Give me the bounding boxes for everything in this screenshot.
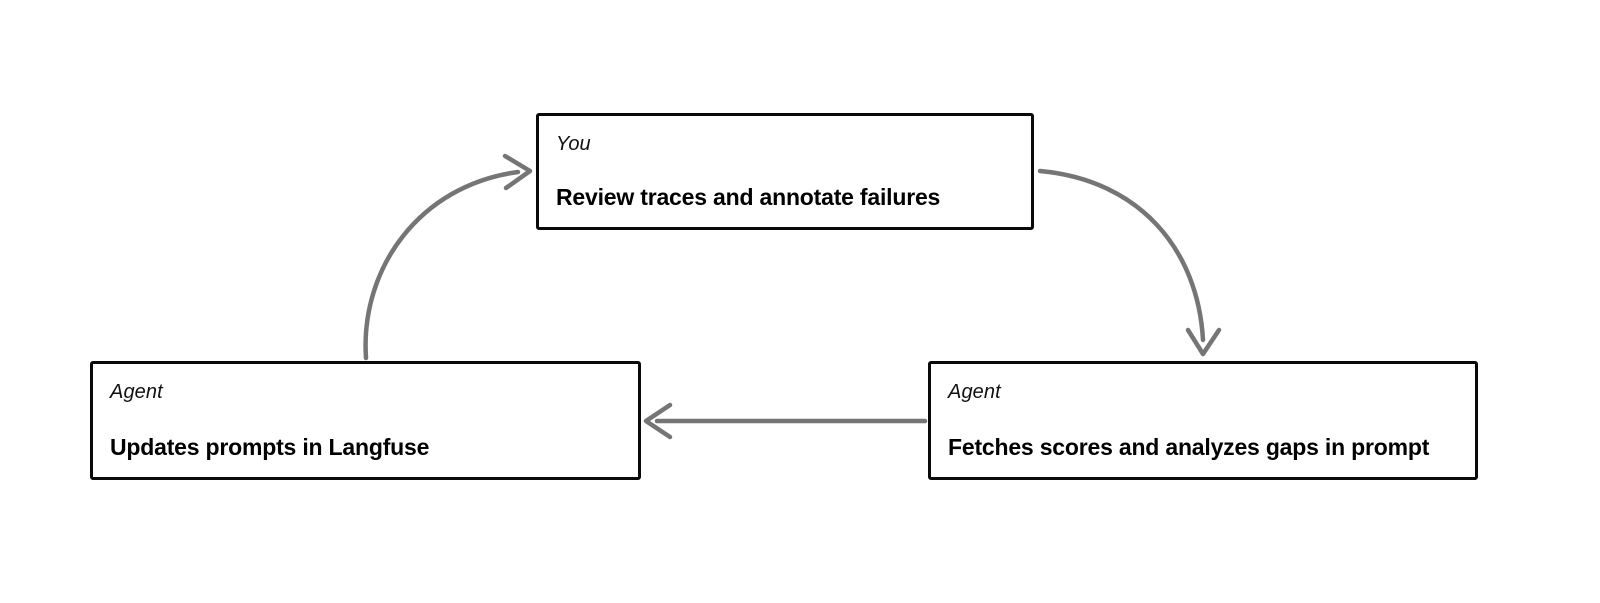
- node-fetches-title: Fetches scores and analyzes gaps in prom…: [948, 434, 1430, 460]
- edge-updates-to-review: [363, 153, 533, 361]
- edge-review-to-fetches: [1037, 168, 1222, 357]
- node-updates-prompts[interactable]: Agent Updates prompts in Langfuse: [90, 361, 641, 480]
- node-updates-role: Agent: [110, 381, 163, 403]
- edge-review-to-fetches-arrowhead: [1185, 327, 1222, 357]
- node-updates-title: Updates prompts in Langfuse: [110, 434, 430, 460]
- edge-fetches-to-updates-arrowhead: [643, 402, 673, 440]
- node-fetches-scores[interactable]: Agent Fetches scores and analyzes gaps i…: [928, 361, 1478, 480]
- node-review-role: You: [556, 133, 591, 155]
- edge-updates-to-review-arrowhead: [502, 153, 533, 191]
- node-review-title: Review traces and annotate failures: [556, 184, 941, 210]
- edge-fetches-to-updates: [643, 402, 928, 440]
- edge-updates-to-review-line: [363, 169, 521, 361]
- edge-review-to-fetches-line: [1037, 168, 1206, 343]
- node-fetches-role: Agent: [948, 381, 1001, 403]
- node-review-traces[interactable]: You Review traces and annotate failures: [536, 113, 1034, 230]
